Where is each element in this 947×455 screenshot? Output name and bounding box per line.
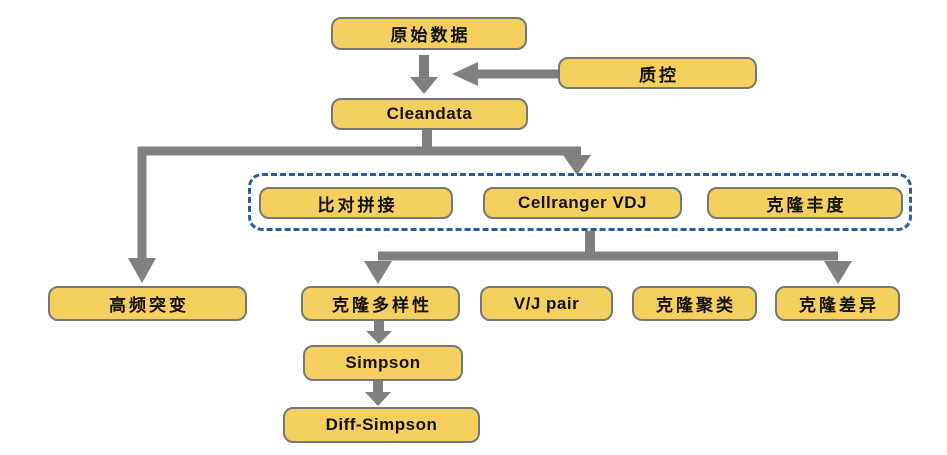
node-quality-control: 质控 [558, 57, 757, 89]
node-cleandata: Cleandata [331, 98, 528, 130]
node-cellranger-vdj: Cellranger VDJ [483, 187, 682, 219]
node-raw-data: 原始数据 [331, 17, 527, 50]
node-clone-abundance: 克隆丰度 [707, 187, 903, 219]
arrowhead-to-diversity [364, 261, 392, 284]
arrowhead-to-hypermutation [128, 258, 156, 283]
arrowhead-to-difference [824, 261, 852, 284]
arrowhead-to-vdj-group [563, 155, 591, 175]
node-align-assembly: 比对拼接 [259, 187, 453, 219]
arrow-diversity-to-simpson [366, 321, 392, 344]
node-clone-clustering: 克隆聚类 [632, 286, 757, 321]
node-vj-pair: V/J pair [480, 286, 613, 321]
arrow-simpson-to-diffsimpson [365, 381, 391, 406]
arrow-rawdata-to-cleandata [410, 55, 438, 94]
node-simpson: Simpson [303, 345, 463, 381]
node-hypermutation: 高频突变 [48, 286, 247, 321]
node-clone-diversity: 克隆多样性 [301, 286, 460, 321]
node-diff-simpson: Diff-Simpson [283, 407, 480, 443]
branch-vdj-group [364, 231, 852, 284]
arrow-qc-to-cleandata [452, 62, 558, 86]
node-clone-difference: 克隆差异 [775, 286, 900, 321]
